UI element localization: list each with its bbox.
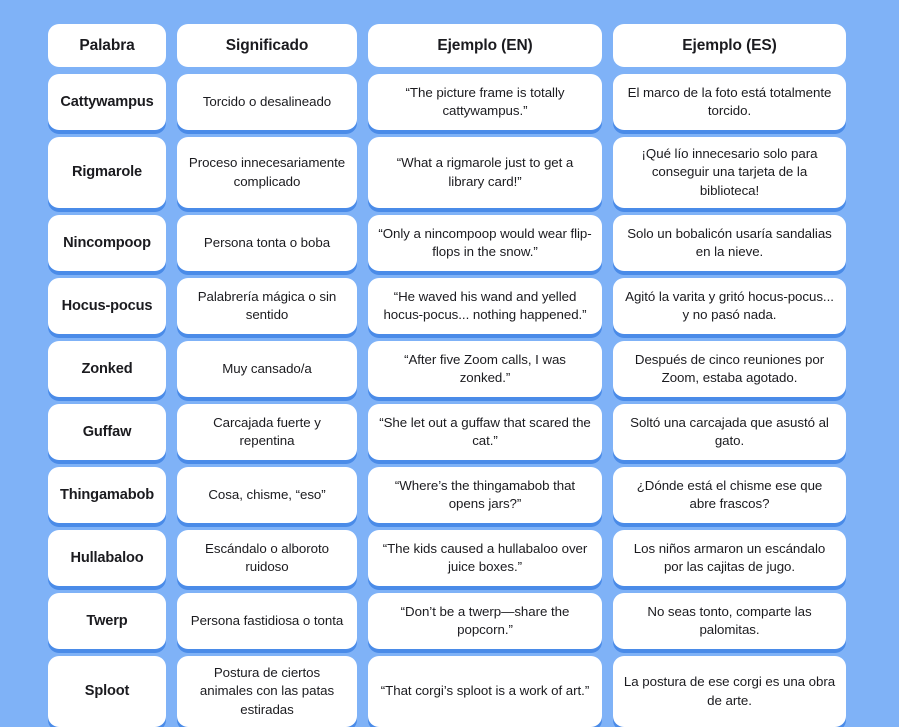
cell-ejemplo-en: “What a rigmarole just to get a library …	[368, 137, 602, 209]
cell-significado: Palabrería mágica o sin sentido	[177, 278, 357, 335]
cell-ejemplo-es: El marco de la foto está totalmente torc…	[613, 74, 846, 130]
cell-ejemplo-en: “Only a nincompoop would wear flip-flops…	[368, 215, 602, 272]
cell-palabra: Zonked	[48, 341, 166, 398]
cell-ejemplo-es: ¿Dónde está el chisme ese que abre frasc…	[613, 467, 846, 524]
column-header-significado: Significado	[177, 24, 357, 67]
cell-palabra: Hullabaloo	[48, 530, 166, 587]
column-header-ejemplo-es: Ejemplo (ES)	[613, 24, 846, 67]
cell-palabra: Sploot	[48, 656, 166, 727]
cell-ejemplo-en: “He waved his wand and yelled hocus-pocu…	[368, 278, 602, 335]
vocabulary-table: Palabra Significado Ejemplo (EN) Ejemplo…	[48, 24, 846, 727]
column-header-palabra: Palabra	[48, 24, 166, 67]
cell-ejemplo-en: “After five Zoom calls, I was zonked.”	[368, 341, 602, 398]
cell-significado: Muy cansado/a	[177, 341, 357, 398]
cell-palabra: Rigmarole	[48, 137, 166, 209]
cell-ejemplo-en: “Don’t be a twerp—share the popcorn.”	[368, 593, 602, 650]
cell-ejemplo-es: Los niños armaron un escándalo por las c…	[613, 530, 846, 587]
cell-ejemplo-es: Solo un bobalicón usaría sandalias en la…	[613, 215, 846, 272]
cell-significado: Carcajada fuerte y repentina	[177, 404, 357, 461]
cell-significado: Torcido o desalineado	[177, 74, 357, 130]
cell-ejemplo-en: “Where’s the thingamabob that opens jars…	[368, 467, 602, 524]
cell-palabra: Cattywampus	[48, 74, 166, 130]
cell-ejemplo-es: No seas tonto, comparte las palomitas.	[613, 593, 846, 650]
table-header-row: Palabra Significado Ejemplo (EN) Ejemplo…	[48, 24, 846, 67]
cell-ejemplo-es: Agitó la varita y gritó hocus-pocus... y…	[613, 278, 846, 335]
cell-ejemplo-es: ¡Qué lío innecesario solo para conseguir…	[613, 137, 846, 209]
cell-palabra: Nincompoop	[48, 215, 166, 272]
column-header-ejemplo-en: Ejemplo (EN)	[368, 24, 602, 67]
cell-ejemplo-es: Después de cinco reuniones por Zoom, est…	[613, 341, 846, 398]
cell-significado: Postura de ciertos animales con las pata…	[177, 656, 357, 727]
cell-ejemplo-es: Soltó una carcajada que asustó al gato.	[613, 404, 846, 461]
cell-ejemplo-es: La postura de ese corgi es una obra de a…	[613, 656, 846, 727]
cell-significado: Persona fastidiosa o tonta	[177, 593, 357, 650]
cell-ejemplo-en: “That corgi’s sploot is a work of art.”	[368, 656, 602, 727]
cell-ejemplo-en: “She let out a guffaw that scared the ca…	[368, 404, 602, 461]
cell-significado: Cosa, chisme, “eso”	[177, 467, 357, 524]
cell-palabra: Hocus-pocus	[48, 278, 166, 335]
cell-ejemplo-en: “The picture frame is totally cattywampu…	[368, 74, 602, 130]
cell-significado: Proceso innecesariamente complicado	[177, 137, 357, 209]
cell-ejemplo-en: “The kids caused a hullabaloo over juice…	[368, 530, 602, 587]
cell-significado: Escándalo o alboroto ruidoso	[177, 530, 357, 587]
cell-palabra: Guffaw	[48, 404, 166, 461]
cell-palabra: Twerp	[48, 593, 166, 650]
cell-significado: Persona tonta o boba	[177, 215, 357, 272]
cell-palabra: Thingamabob	[48, 467, 166, 524]
